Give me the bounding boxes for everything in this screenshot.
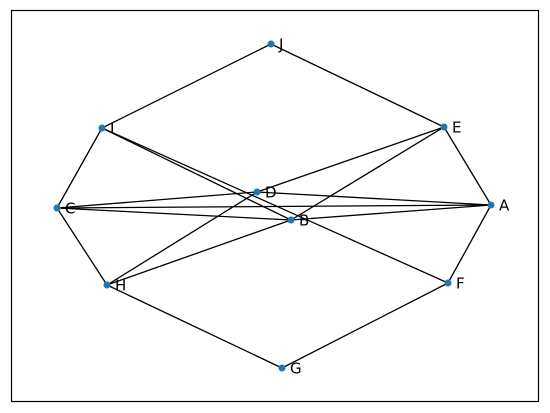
nodes-layer [53,40,495,372]
node-label-i: I [110,120,114,138]
edge-b-h [106,219,292,286]
edge-j-e [270,43,445,128]
node-b [287,216,295,224]
edge-f-g [281,282,449,369]
node-e [440,123,448,131]
edge-e-a [443,126,492,206]
node-a [487,201,495,209]
edge-b-a [290,204,492,221]
node-label-a: A [499,197,510,215]
edge-a-f [447,204,492,284]
node-label-e: E [452,119,461,137]
node-label-g: G [290,360,302,378]
node-label-f: F [456,275,465,293]
node-j [267,40,275,48]
edge-d-a [256,191,492,206]
node-label-d: D [265,184,277,202]
edge-c-b [56,207,292,221]
edge-d-h [106,191,258,286]
labels-layer: A B C D E F G H I J [65,36,510,378]
node-h [103,281,111,289]
edge-h-c [56,207,108,286]
node-g [278,364,286,372]
edge-g-h [106,284,283,369]
node-label-c: C [65,200,75,218]
edges-layer [56,43,492,369]
edge-b-e [290,126,445,221]
edge-i-b [101,127,292,221]
node-label-h: H [115,277,126,295]
edge-i-f [101,127,449,284]
node-c [53,204,61,212]
node-label-b: B [299,212,309,230]
edge-d-e [256,126,445,193]
edge-c-a [56,204,492,209]
node-f [444,279,452,287]
edge-c-i [56,127,103,209]
node-d [253,188,261,196]
node-label-j: J [278,36,283,54]
node-i [98,124,106,132]
edge-j-i [101,43,272,129]
edge-c-d [56,191,258,209]
